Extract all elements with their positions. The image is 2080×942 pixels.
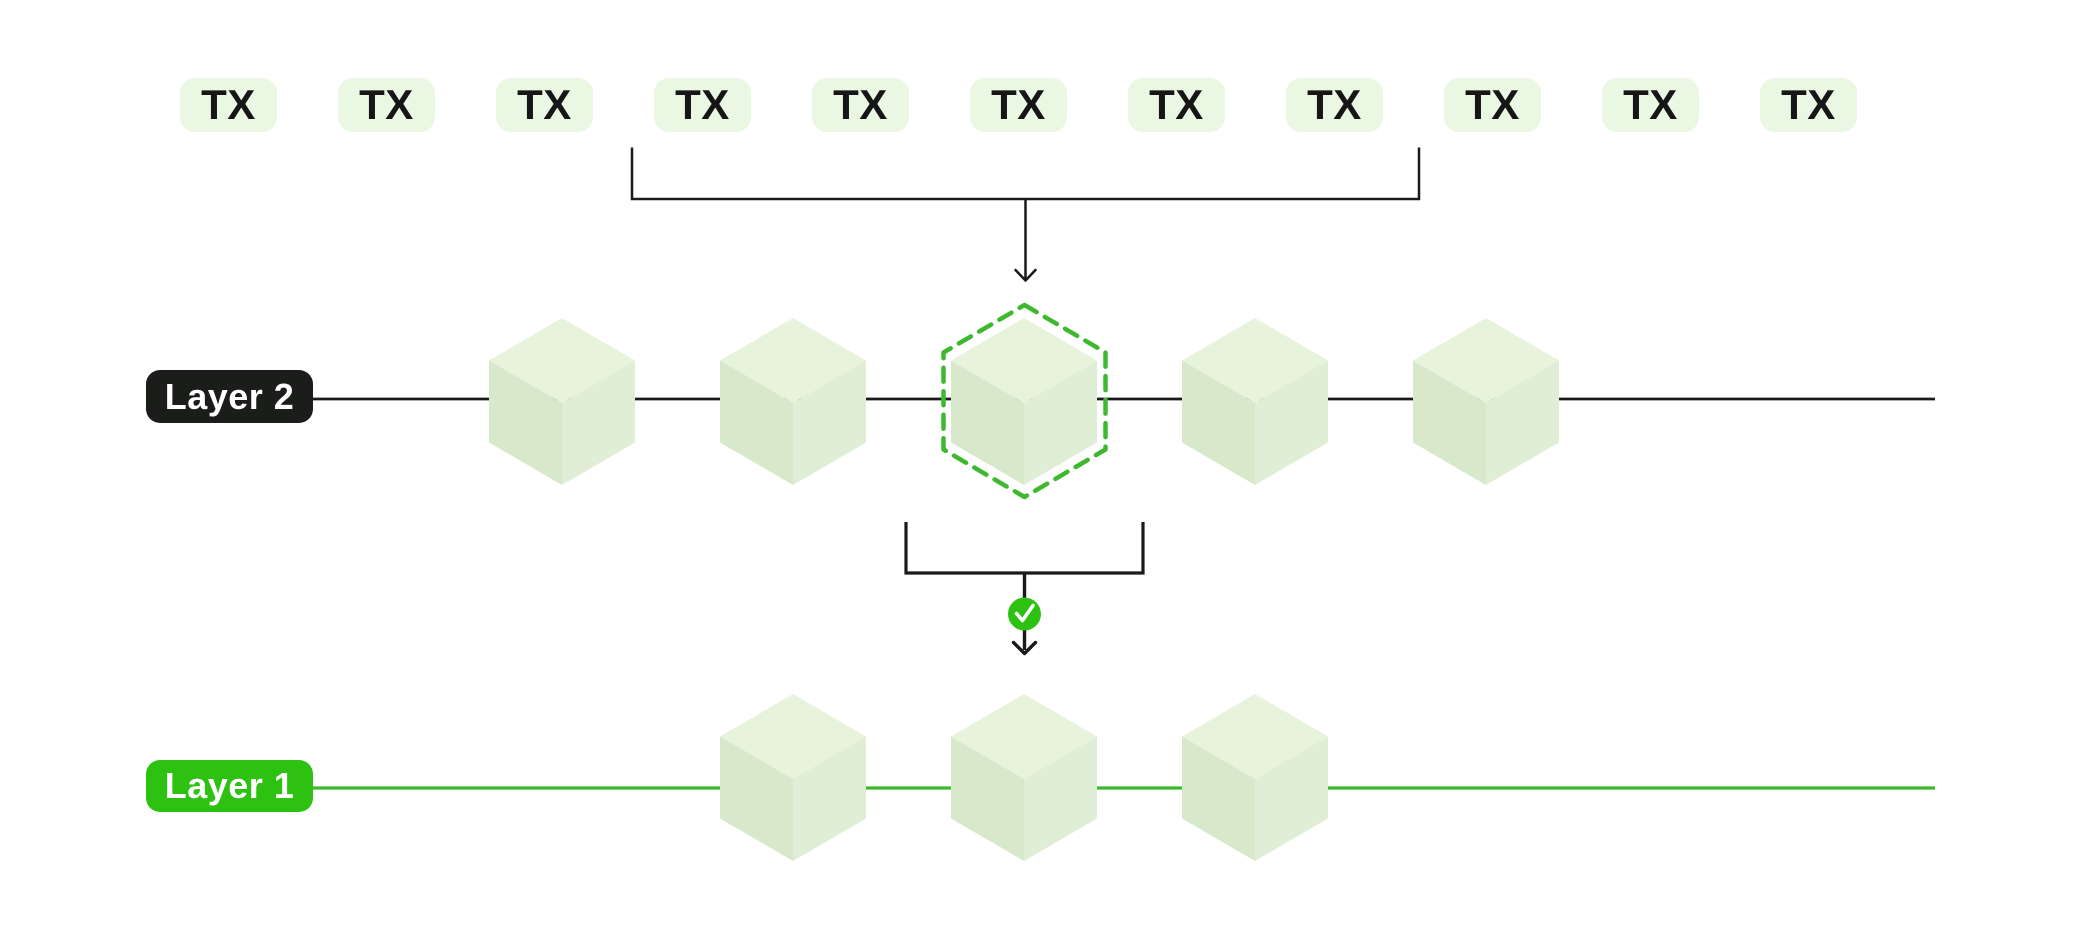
arrow-down-icon: [1014, 199, 1037, 282]
tx-group-bracket: [630, 147, 1421, 201]
tx-badge: TX: [1760, 78, 1857, 132]
layer1-block-cube: [720, 694, 866, 861]
check-circle-icon: [1008, 597, 1041, 631]
tx-badge: TX: [180, 78, 277, 132]
selected-block-bracket: [904, 522, 1145, 575]
layer1-block-cube: [1182, 694, 1328, 861]
selected-block-dashed-outline: [941, 302, 1108, 500]
layer1-block-cube: [951, 694, 1097, 861]
layer2-block-cube: [951, 318, 1097, 485]
layer2-block-cube: [489, 318, 635, 485]
layer2-block-cube: [1413, 318, 1559, 485]
tx-badge: TX: [1128, 78, 1225, 132]
tx-badge: TX: [812, 78, 909, 132]
layer1-badge: Layer 1: [146, 760, 313, 812]
tx-badge: TX: [654, 78, 751, 132]
tx-badge: TX: [970, 78, 1067, 132]
tx-badge: TX: [496, 78, 593, 132]
layer2-block-cube: [1182, 318, 1328, 485]
layer2-block-cube: [720, 318, 866, 485]
tx-badge: TX: [1444, 78, 1541, 132]
tx-badge: TX: [1286, 78, 1383, 132]
tx-badge: TX: [338, 78, 435, 132]
tx-badge: TX: [1602, 78, 1699, 132]
layer2-badge: Layer 2: [146, 370, 313, 423]
